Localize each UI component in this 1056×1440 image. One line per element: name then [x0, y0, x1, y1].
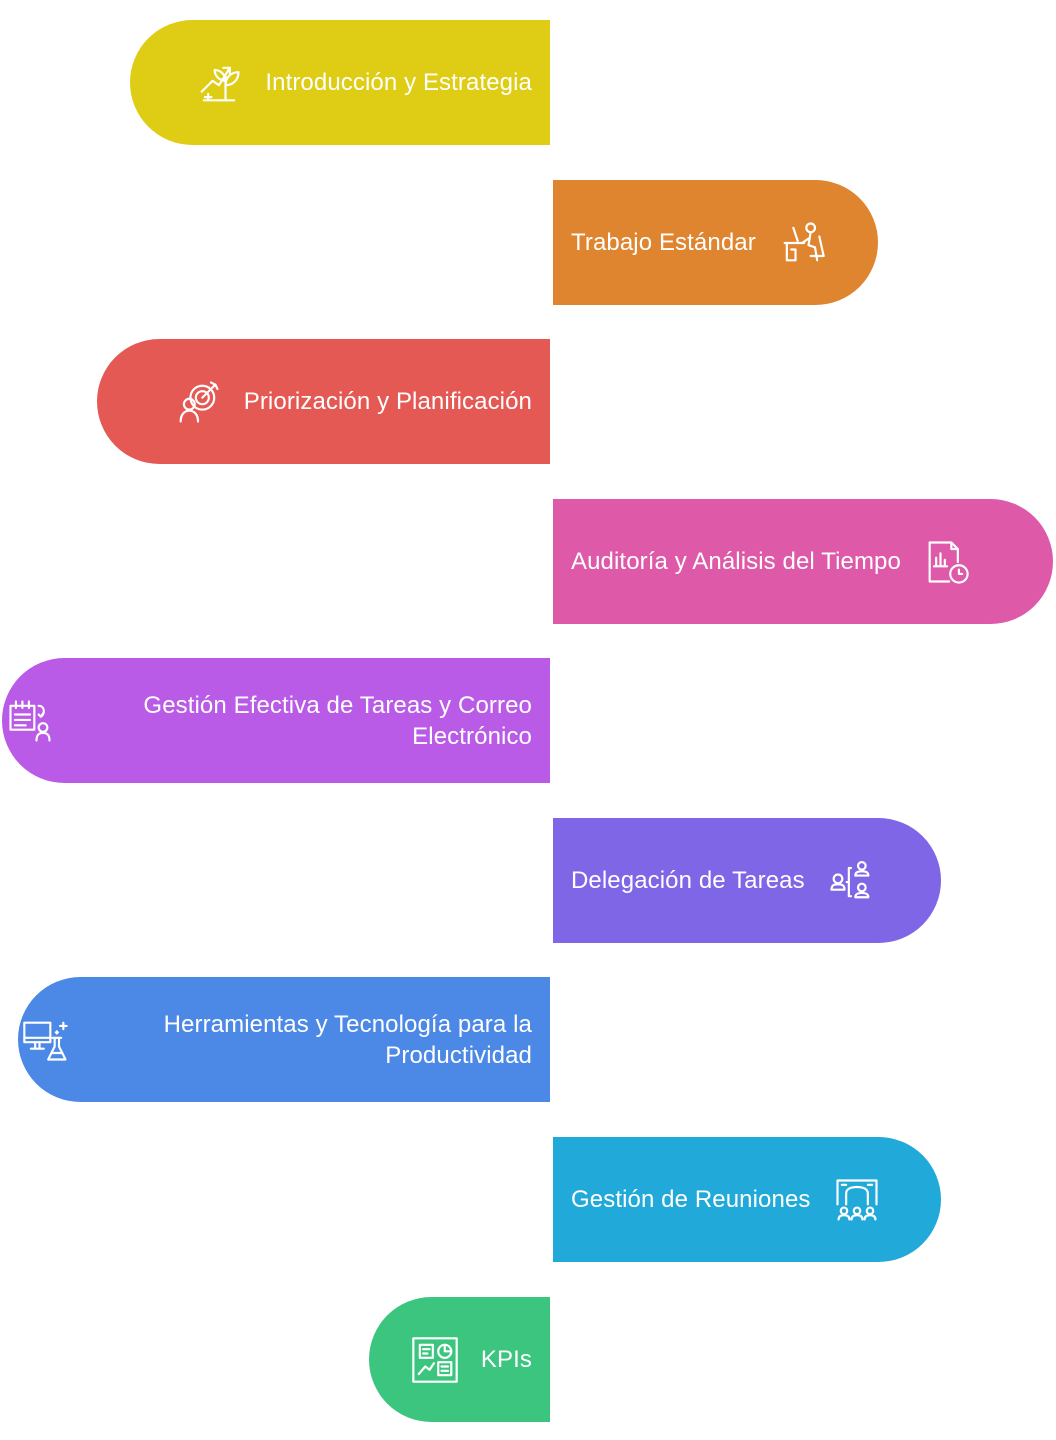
step-gestion-tareas-correo: Gestión Efectiva de Tareas y Correo Elec… — [2, 658, 550, 783]
growth-plant-icon — [191, 55, 247, 111]
step-trabajo-estandar: Trabajo Estándar — [553, 180, 878, 305]
step-priorizacion-planificacion: Priorización y Planificación — [97, 339, 550, 464]
step-label: Priorización y Planificación — [243, 388, 532, 415]
step-label: Auditoría y Análisis del Tiempo — [571, 548, 901, 575]
step-label: Trabajo Estándar — [571, 229, 756, 256]
person-at-desk-icon — [774, 215, 830, 271]
computer-flask-icon — [18, 1012, 74, 1068]
dashboard-icon — [407, 1332, 463, 1388]
person-target-icon — [170, 374, 226, 430]
step-introduccion-estrategia: Introducción y Estrategia — [130, 20, 550, 145]
step-delegacion-tareas: Delegación de Tareas — [553, 818, 941, 943]
step-label: Delegación de Tareas — [571, 867, 805, 894]
step-label: Gestión Efectiva de Tareas y Correo Elec… — [143, 691, 532, 750]
delegation-people-icon — [823, 853, 879, 909]
step-herramientas-tecnologia: Herramientas y Tecnología para la Produc… — [18, 977, 550, 1102]
step-kpis: KPIs — [369, 1297, 550, 1422]
step-label: KPIs — [480, 1346, 532, 1373]
report-clock-icon — [919, 534, 975, 590]
step-label: Gestión de Reuniones — [571, 1186, 811, 1213]
step-auditoria-analisis: Auditoría y Análisis del Tiempo — [553, 499, 1053, 624]
step-label: Herramientas y Tecnología para la Produc… — [163, 1010, 532, 1069]
step-gestion-reuniones: Gestión de Reuniones — [553, 1137, 941, 1262]
step-label: Introducción y Estrategia — [265, 69, 532, 96]
task-list-person-icon — [2, 693, 58, 749]
meeting-room-icon — [829, 1172, 885, 1228]
